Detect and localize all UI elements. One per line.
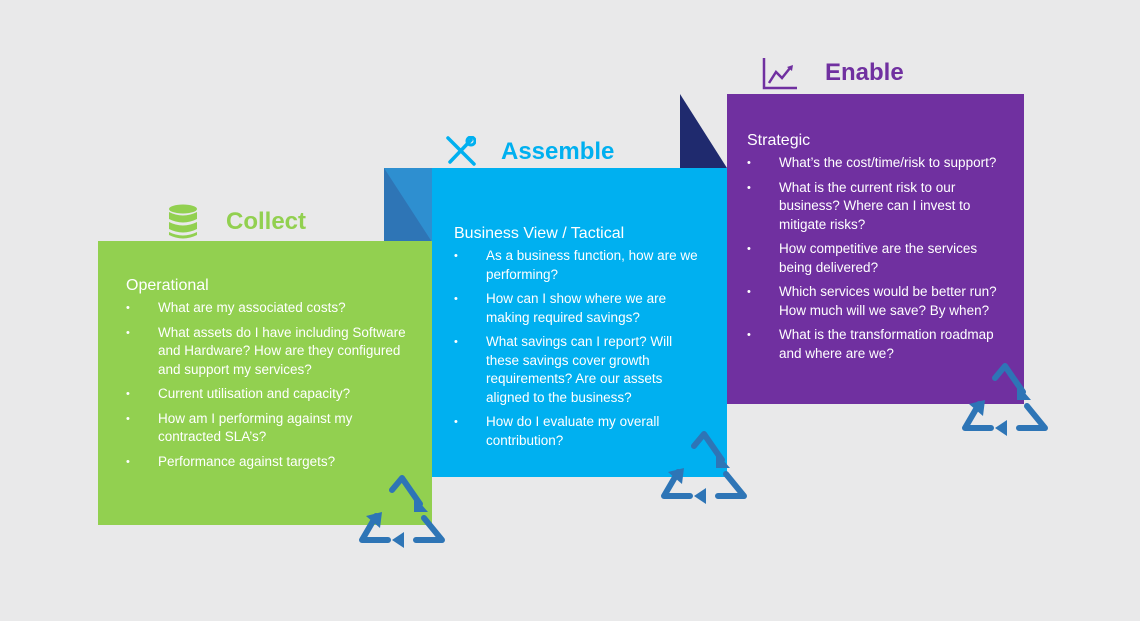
recycle-icon: [962, 363, 1048, 436]
enable-heading: Enable: [762, 56, 904, 90]
collect-list: What are my associated costs? What asset…: [126, 299, 412, 471]
enable-panel: Strategic What’s the cost/time/risk to s…: [727, 94, 1024, 404]
assemble-item: How can I show where we are making requi…: [454, 290, 707, 327]
assemble-heading: Assemble: [444, 136, 614, 168]
recycle-icon: [359, 475, 445, 548]
assemble-panel: Business View / Tactical As a business f…: [432, 168, 727, 477]
collect-item: Current utilisation and capacity?: [126, 385, 412, 404]
enable-item: What is the current risk to our business…: [747, 179, 1004, 235]
enable-item: What’s the cost/time/risk to support?: [747, 154, 1004, 173]
assemble-item: As a business function, how are we perfo…: [454, 247, 707, 284]
collect-panel: Operational What are my associated costs…: [98, 241, 432, 525]
enable-item: How competitive are the services being d…: [747, 240, 1004, 277]
tools-icon: [444, 136, 476, 168]
database-icon: [168, 204, 198, 240]
assemble-list: As a business function, how are we perfo…: [454, 247, 707, 450]
collect-subtitle: Operational: [126, 277, 209, 294]
enable-subtitle: Strategic: [747, 132, 811, 149]
collect-title: Collect: [226, 208, 307, 235]
collect-item: Performance against targets?: [126, 453, 412, 472]
enable-item: What is the transformation roadmap and w…: [747, 326, 1004, 363]
assemble-subtitle: Business View / Tactical: [454, 225, 625, 242]
enable-item: Which services would be better run? How …: [747, 283, 1004, 320]
assemble-title: Assemble: [501, 138, 615, 165]
enable-panel-fold: [680, 94, 727, 168]
line-chart-icon: [762, 56, 798, 90]
assemble-panel-fold: [384, 168, 432, 242]
enable-list: What’s the cost/time/risk to support? Wh…: [747, 154, 1004, 363]
collect-item: What are my associated costs?: [126, 299, 412, 318]
recycle-icon: [661, 431, 747, 504]
collect-item: What assets do I have including Software…: [126, 324, 412, 380]
collect-item: How am I performing against my contracte…: [126, 410, 412, 447]
assemble-item: How do I evaluate my overall contributio…: [454, 413, 707, 450]
collect-heading: Collect: [168, 204, 306, 240]
assemble-item: What savings can I report? Will these sa…: [454, 333, 707, 407]
enable-title: Enable: [825, 59, 904, 86]
